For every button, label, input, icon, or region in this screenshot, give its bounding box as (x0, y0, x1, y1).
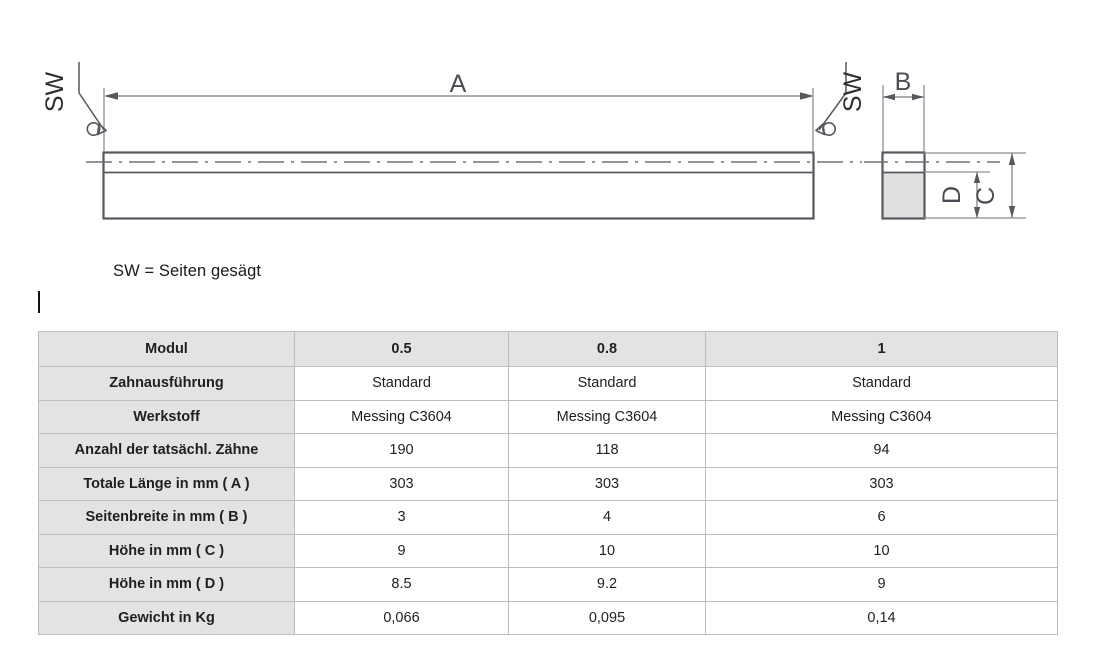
table-header-row: Modul 0.5 0.8 1 (38, 331, 1058, 367)
cell-seitenbreite-1: 3 (294, 500, 509, 535)
cell-zahnausfuehrung-3: Standard (705, 366, 1058, 401)
row-label-seitenbreite: Seitenbreite in mm ( B ) (38, 500, 295, 535)
table-body: Modul 0.5 0.8 1 Zahnausführung Standard … (38, 331, 1058, 635)
cell-anzahl-zaehne-3: 94 (705, 433, 1058, 468)
cell-werkstoff-3: Messing C3604 (705, 399, 1058, 434)
table-row: Werkstoff Messing C3604 Messing C3604 Me… (38, 399, 1058, 434)
dimension-label-b: B (895, 68, 912, 96)
text-cursor-caret (38, 291, 40, 313)
row-label-zahnausfuehrung: Zahnausführung (38, 366, 295, 401)
dimension-arrow-c-bottom (1008, 206, 1016, 218)
row-label-gewicht: Gewicht in Kg (38, 600, 295, 635)
cell-totale-laenge-2: 303 (508, 466, 706, 501)
row-label-hoehe-d: Höhe in mm ( D ) (38, 567, 295, 602)
dimension-label-c: C (972, 187, 1000, 205)
sw-left-surface-symbol-tick (96, 123, 107, 136)
cell-zahnausfuehrung-1: Standard (294, 366, 509, 401)
cell-gewicht-2: 0,095 (508, 600, 706, 635)
cell-anzahl-zaehne-2: 118 (508, 433, 706, 468)
sw-left-label: SW (41, 71, 69, 112)
dimension-arrow-d-top (973, 172, 981, 183)
cell-gewicht-1: 0,066 (294, 600, 509, 635)
sw-right-surface-symbol-tick (815, 123, 826, 136)
rack-body-outline (102, 151, 815, 220)
row-label-hoehe-c: Höhe in mm ( C ) (38, 533, 295, 568)
row-label-totale-laenge: Totale Länge in mm ( A ) (38, 466, 295, 501)
sw-right-surface-symbol-circle (821, 122, 836, 137)
section-body-fill (883, 172, 924, 218)
table-row: Seitenbreite in mm ( B ) 3 4 6 (38, 500, 1058, 535)
cell-hoehe-d-3: 9 (705, 567, 1058, 602)
dimension-arrow-c-top (1008, 153, 1016, 165)
cell-hoehe-d-2: 9.2 (508, 567, 706, 602)
table-row: Anzahl der tatsächl. Zähne 190 118 94 (38, 433, 1058, 468)
cell-gewicht-3: 0,14 (705, 600, 1058, 635)
cell-seitenbreite-2: 4 (508, 500, 706, 535)
section-body-outline (881, 151, 926, 220)
table-row: Höhe in mm ( C ) 9 10 10 (38, 533, 1058, 568)
cell-seitenbreite-3: 6 (705, 500, 1058, 535)
header-value-module-2: 0.8 (508, 331, 706, 367)
dimension-label-a: A (450, 70, 467, 98)
cell-hoehe-c-3: 10 (705, 533, 1058, 568)
table-row: Zahnausführung Standard Standard Standar… (38, 366, 1058, 401)
dimension-arrow-a-right (800, 92, 814, 100)
dimension-arrow-a-left (104, 92, 118, 100)
row-label-werkstoff: Werkstoff (38, 399, 295, 434)
sw-left-surface-symbol-circle (86, 122, 101, 137)
header-label-modul: Modul (38, 331, 295, 367)
cell-werkstoff-2: Messing C3604 (508, 399, 706, 434)
table-row: Totale Länge in mm ( A ) 303 303 303 (38, 466, 1058, 501)
sw-right-label: SW (839, 71, 867, 112)
header-value-module-1: 0.5 (294, 331, 509, 367)
technical-drawing: A SW SW B D C (41, 62, 1026, 220)
cell-hoehe-c-2: 10 (508, 533, 706, 568)
table-row: Höhe in mm ( D ) 8.5 9.2 9 (38, 567, 1058, 602)
header-value-module-3: 1 (705, 331, 1058, 367)
row-label-anzahl-zaehne: Anzahl der tatsächl. Zähne (38, 433, 295, 468)
drawing-caption: SW = Seiten gesägt (113, 262, 262, 280)
cell-anzahl-zaehne-1: 190 (294, 433, 509, 468)
cell-totale-laenge-1: 303 (294, 466, 509, 501)
dimension-arrow-d-bottom (973, 207, 981, 218)
cell-hoehe-c-1: 9 (294, 533, 509, 568)
cell-werkstoff-1: Messing C3604 (294, 399, 509, 434)
dimension-arrow-b-left (883, 93, 895, 101)
cell-hoehe-d-1: 8.5 (294, 567, 509, 602)
dimension-label-d: D (938, 186, 966, 204)
table-row: Gewicht in Kg 0,066 0,095 0,14 (38, 600, 1058, 635)
specification-table: Modul 0.5 0.8 1 Zahnausführung Standard … (38, 331, 1058, 635)
dimension-arrow-b-right (912, 93, 924, 101)
cell-zahnausfuehrung-2: Standard (508, 366, 706, 401)
cell-totale-laenge-3: 303 (705, 466, 1058, 501)
